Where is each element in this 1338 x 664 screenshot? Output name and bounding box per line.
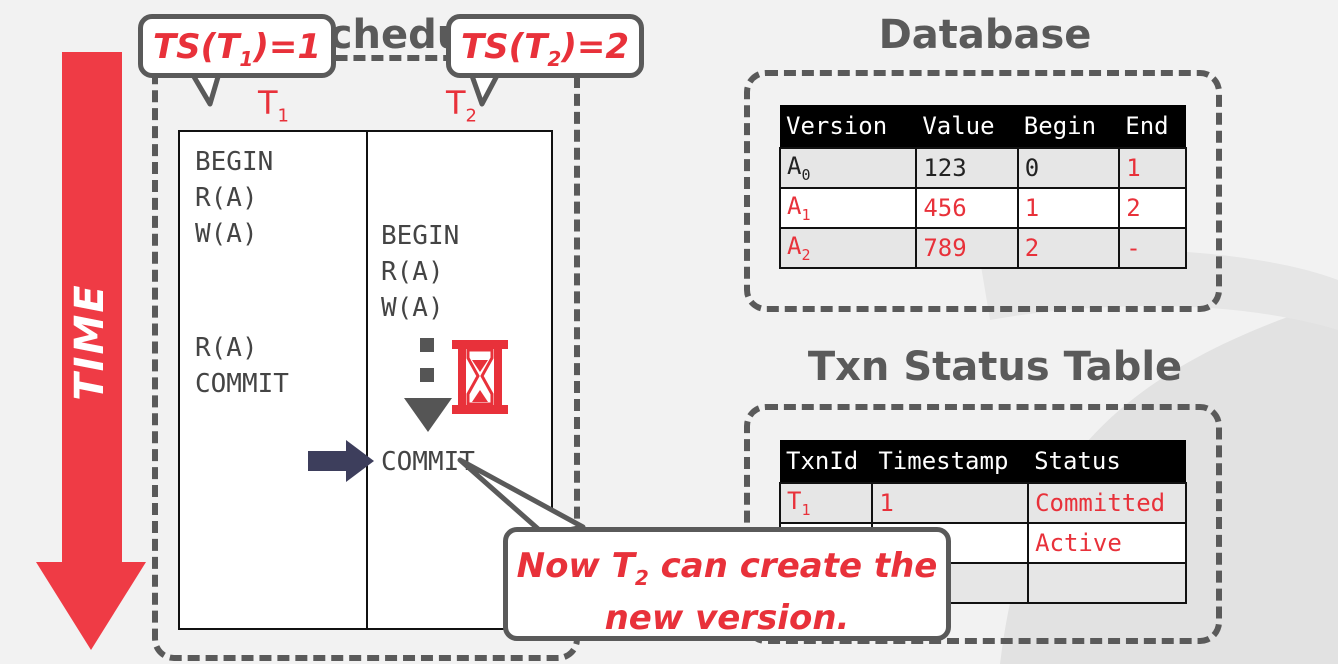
ts2-callout: TS(T2)=2: [446, 14, 644, 78]
schedule-frame: [152, 55, 580, 661]
schedule-divider: [366, 132, 368, 628]
cell-status: Active: [1027, 522, 1187, 564]
note-line-2: new version.: [604, 597, 850, 638]
table-row: A2 789 2 -: [778, 227, 1187, 269]
cell-end: 1: [1118, 147, 1187, 189]
down-arrow-icon: [404, 338, 452, 432]
note-line-1: Now T2 can create the: [516, 546, 938, 590]
t1-op-write: W(A): [195, 219, 258, 249]
txn-status-frame: [744, 404, 1222, 644]
col-version: Version: [780, 105, 917, 148]
time-arrow: [36, 52, 146, 650]
txn-status-title: Txn Status Table: [807, 344, 1183, 390]
txn-header-row: TxnId Timestamp Status: [780, 440, 1186, 483]
cell-end: -: [1118, 227, 1187, 269]
cell-status: Committed: [1027, 482, 1187, 524]
t1-op-read: R(A): [195, 183, 258, 213]
cell-begin: 2: [1016, 227, 1121, 269]
right-arrow-icon: [308, 440, 374, 482]
t1-op-begin: BEGIN: [195, 147, 274, 177]
cell-version: A2: [778, 227, 918, 269]
ts1-callout: TS(T1)=1: [138, 14, 336, 78]
col-begin: Begin: [1017, 105, 1120, 148]
t2-column-header: T2: [446, 84, 477, 127]
cell-value: 456: [915, 187, 1019, 229]
t2-op-write: W(A): [381, 293, 444, 323]
database-header-row: Version Value Begin End: [780, 105, 1186, 148]
table-row: A1 456 1 2: [778, 187, 1187, 229]
cell-begin: 0: [1016, 147, 1121, 189]
table-row: T1 1 Committed: [778, 482, 1187, 524]
col-end: End: [1119, 105, 1186, 148]
t1-column-header: T1: [258, 84, 289, 127]
cell-txnid: T1: [778, 482, 874, 524]
t1-op-commit: COMMIT: [195, 369, 289, 399]
col-value: Value: [916, 105, 1018, 148]
note-callout: Now T2 can create the new version.: [503, 527, 951, 641]
t1-op-read-2: R(A): [195, 333, 258, 363]
cell-version: A1: [778, 187, 918, 229]
t2-op-read: R(A): [381, 257, 444, 287]
database-frame: [744, 70, 1222, 312]
t2-op-begin: BEGIN: [381, 221, 460, 251]
database-table: Version Value Begin End A0 123 0 1 A1 45…: [778, 105, 1187, 269]
cell-begin: 1: [1016, 187, 1121, 229]
hourglass-icon: [452, 340, 508, 414]
time-label: TIME: [67, 283, 113, 401]
schedule-table: BEGIN R(A) W(A) R(A) COMMIT BEGIN R(A) W…: [178, 130, 553, 630]
cell-timestamp: 1: [871, 482, 1030, 524]
cell-end: 2: [1118, 187, 1187, 229]
cell-value: 789: [915, 227, 1019, 269]
table-row: A0 123 0 1: [778, 147, 1187, 189]
database-title: Database: [878, 12, 1092, 58]
cell-version: A0: [778, 147, 918, 189]
cell-value: 123: [915, 147, 1019, 189]
col-timestamp: Timestamp: [872, 440, 1029, 483]
cell-status: [1027, 562, 1187, 604]
col-txnid: TxnId: [780, 440, 873, 483]
col-status: Status: [1028, 440, 1186, 483]
